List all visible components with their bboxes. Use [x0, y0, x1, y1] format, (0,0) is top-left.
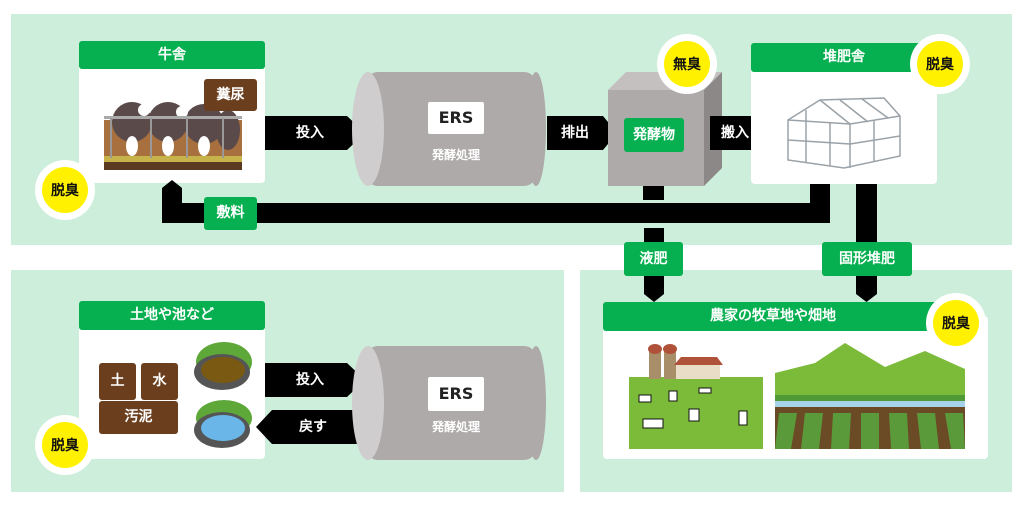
deodor-label: 脱臭 — [917, 41, 963, 87]
liquid-down-arrow — [644, 286, 664, 302]
solid-compost-label: 固形堆肥 — [822, 242, 912, 276]
compost-shed-title: 堆肥舎 — [751, 43, 937, 72]
ers-subtitle-2: 発酵処理 — [431, 420, 480, 434]
output-arrow-shape — [547, 116, 617, 150]
bl-input-arrow-label: 投入 — [296, 372, 324, 388]
barn-title: 牛舎 — [79, 41, 265, 69]
soil-tag: 土 — [99, 363, 136, 400]
farm-deodor-badge: 脱臭 — [926, 293, 986, 353]
farm-title: 農家の牧草地や畑地 — [603, 302, 943, 331]
ers-tank-icon — [352, 72, 546, 186]
barn-deodor-badge: 脱臭 — [35, 160, 95, 220]
bedding-return-line — [162, 203, 830, 223]
deodor-label: 脱臭 — [42, 167, 88, 213]
pasture-icon — [629, 344, 763, 449]
output-arrow-label: 排出 — [561, 125, 589, 141]
carry-arrow-label: 搬入 — [721, 125, 749, 141]
return-arrow-label: 戻す — [299, 419, 327, 435]
manure-tag: 糞尿 — [204, 79, 257, 111]
bedding-label: 敷料 — [204, 197, 257, 230]
return-arrow-shape — [256, 410, 366, 444]
bedding-up-arrow — [162, 180, 182, 206]
input-arrow-label: 投入 — [296, 125, 324, 141]
odorless-badge: 無臭 — [657, 34, 717, 94]
field-icon — [775, 343, 965, 449]
cow-barn-icon — [104, 102, 242, 170]
input-arrow-shape — [265, 116, 365, 150]
deodor-label: 脱臭 — [42, 422, 88, 468]
land-deodor-badge: 脱臭 — [35, 415, 95, 475]
water-pond-icon — [194, 400, 252, 448]
ers-label-2: ERS — [428, 377, 484, 411]
cube-down-stub — [643, 186, 664, 200]
bedding-riser — [810, 184, 830, 206]
solid-down-arrow — [856, 286, 877, 302]
sludge-tag: 汚泥 — [99, 401, 178, 434]
liquid-fertilizer-label: 液肥 — [624, 242, 683, 276]
deodor-label: 脱臭 — [933, 300, 979, 346]
land-title: 土地や池など — [79, 301, 265, 330]
fermented-label: 発酵物 — [624, 118, 684, 152]
water-tag: 水 — [141, 363, 178, 400]
bl-input-arrow-shape — [265, 363, 365, 397]
ers-label: ERS — [428, 102, 484, 134]
compost-deodor-badge: 脱臭 — [910, 34, 970, 94]
muddy-pond-icon — [194, 342, 252, 390]
greenhouse-icon — [787, 97, 901, 169]
ers-subtitle: 発酵処理 — [431, 148, 480, 162]
odorless-label: 無臭 — [664, 41, 710, 87]
